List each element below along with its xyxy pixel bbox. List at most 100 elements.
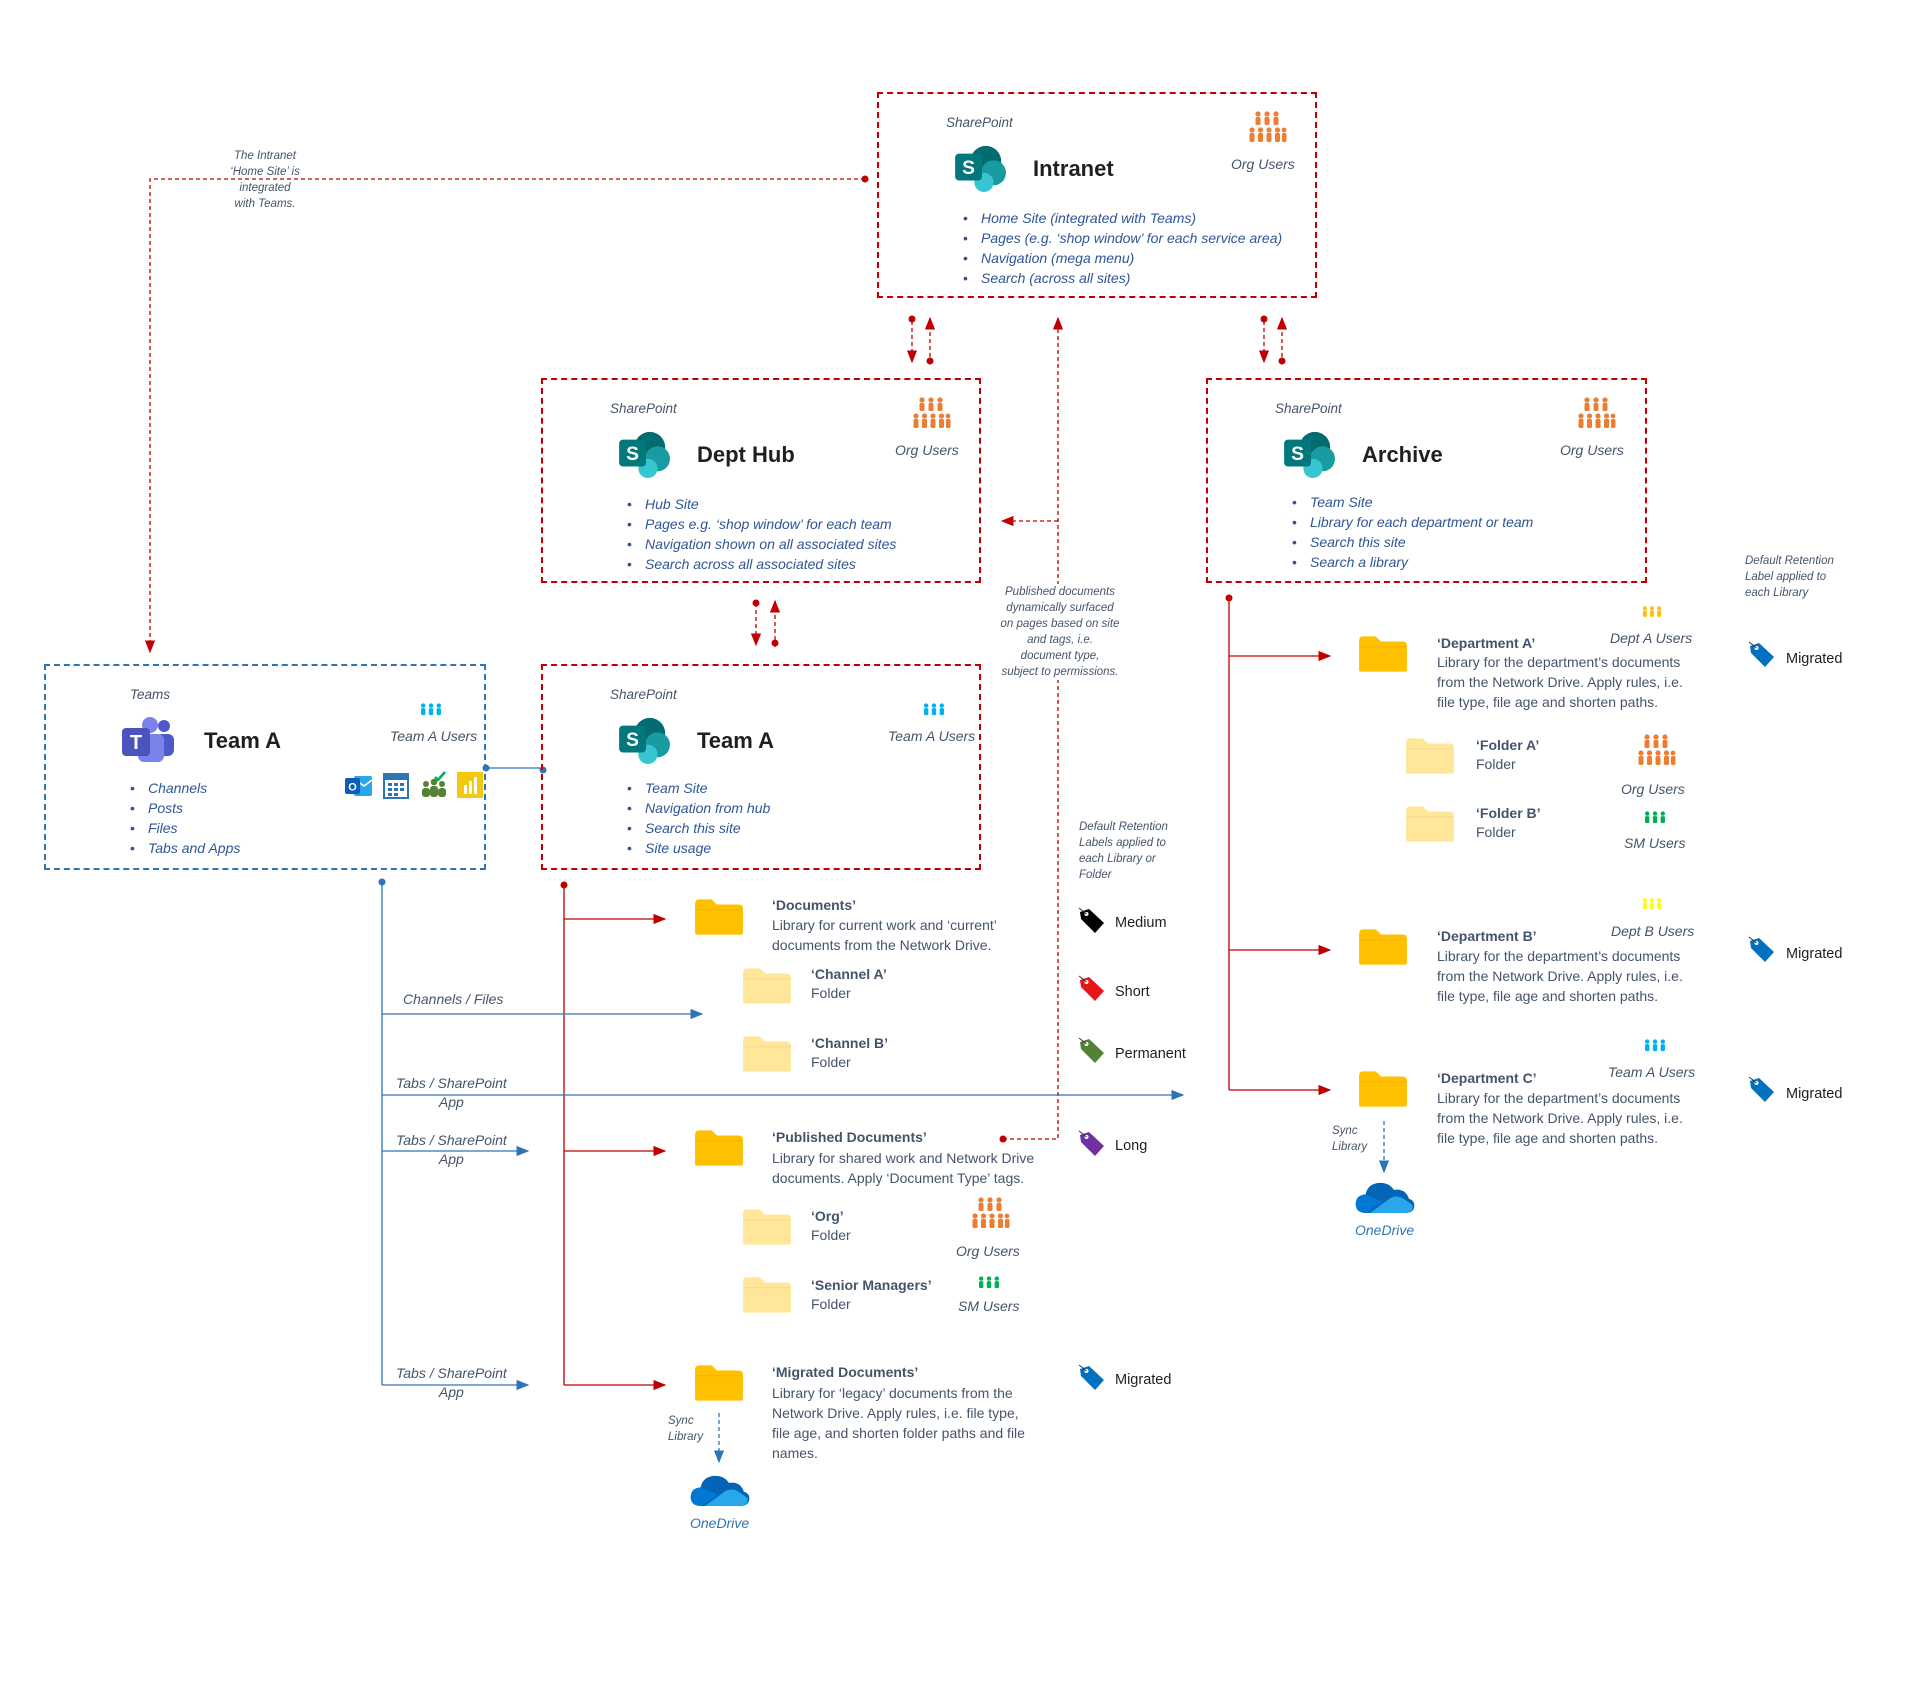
intranet-title: Intranet [1033,156,1114,181]
intranet-users-label: Org Users [1231,156,1295,172]
folder-a-sub: Folder [1476,756,1516,772]
permanent-tag-icon [1077,1036,1107,1066]
dept-hub-site-box[interactable]: SharePoint Dept Hub Org Users Hub Site P… [541,378,981,583]
teams-features-list: Channels Posts Files Tabs and Apps [130,778,240,858]
dept-a-users-label: Dept A Users [1610,630,1693,646]
sm-users-icon [1642,810,1668,831]
archive-platform-label: SharePoint [1275,401,1342,416]
dept-b-library-title: ‘Department B’ [1437,928,1537,944]
senior-managers-folder-title: ‘Senior Managers’ [811,1277,932,1293]
list-item: Team Site [627,778,770,798]
teams-users-label: Team A Users [390,728,478,744]
teams-icon [120,716,180,766]
migrated-library-folder-icon[interactable] [693,1363,745,1403]
medium-tag-icon [1077,906,1107,936]
medium-tag-label: Medium [1115,915,1167,931]
teams-team-box[interactable]: Teams Team A Team A Users Channels Posts… [44,664,486,870]
channel-a-folder-icon[interactable] [741,966,793,1006]
org-folder-users-label: Org Users [956,1243,1020,1259]
org-users-icon [1576,396,1616,436]
sharepoint-team-site-box[interactable]: SharePoint Team A Team A Users Team Site… [541,664,981,870]
archive-title: Archive [1362,442,1443,467]
list-item: Navigation from hub [627,798,770,818]
intranet-features-list: Home Site (integrated with Teams) Pages … [963,208,1282,288]
teams-title: Team A [204,728,282,753]
folder-a-users-label: Org Users [1621,781,1685,797]
folder-a-icon[interactable] [1404,736,1456,776]
migrated-tag-label: Migrated [1786,1086,1843,1102]
org-folder-title: ‘Org’ [811,1208,844,1224]
dept-b-users-icon [1640,897,1664,916]
sp-team-features-list: Team Site Navigation from hub Search thi… [627,778,770,858]
dept-c-library-title: ‘Department C’ [1437,1070,1537,1086]
senior-managers-folder-icon[interactable] [741,1275,793,1315]
list-item: Navigation (mega menu) [963,248,1282,268]
archive-users-label: Org Users [1560,442,1624,458]
dept-a-users-icon [1640,605,1664,624]
org-folder-icon[interactable] [741,1207,793,1247]
channels-files-label: Channels / Files [403,991,504,1007]
sp-team-title: Team A [697,728,775,753]
folder-b-sub: Folder [1476,824,1516,840]
archive-features-list: Team Site Library for each department or… [1292,492,1533,572]
long-tag-icon [1077,1129,1107,1159]
migrated-library-title: ‘Migrated Documents’ [772,1364,919,1380]
published-library-title: ‘Published Documents’ [772,1129,927,1145]
dept-c-library-folder-icon[interactable] [1357,1069,1409,1109]
onedrive-label: OneDrive [690,1515,750,1531]
list-item: Site usage [627,838,770,858]
onedrive-icon[interactable] [1354,1177,1416,1217]
calendar-icon[interactable] [382,772,410,800]
dept-hub-title: Dept Hub [697,442,795,467]
dept-a-library-folder-icon[interactable] [1357,634,1409,674]
migrated-tag-label: Migrated [1786,946,1843,962]
list-item: Posts [130,798,240,818]
org-users-icon [911,396,951,436]
archive-site-box[interactable]: SharePoint Archive Org Users Team Site L… [1206,378,1647,583]
folder-a-title: ‘Folder A’ [1476,737,1540,753]
sm-users-icon [976,1275,1002,1296]
published-library-folder-icon[interactable] [693,1128,745,1168]
dept-a-library-title: ‘Department A’ [1437,635,1536,651]
folder-b-users-label: SM Users [1624,835,1686,851]
org-users-icon [970,1196,1010,1236]
migrated-tag-icon [1747,640,1777,670]
sharepoint-icon [617,716,675,764]
powerbi-icon[interactable] [456,771,484,799]
dept-b-users-label: Dept B Users [1611,923,1695,939]
sharepoint-icon [1282,430,1340,478]
published-library-desc: Library for shared work and Network Driv… [772,1150,1035,1186]
list-item: Files [130,818,240,838]
short-tag-label: Short [1115,984,1150,1000]
list-item: Search (across all sites) [963,268,1282,288]
documents-library-folder-icon[interactable] [693,897,745,937]
sp-team-users-label: Team A Users [888,728,976,744]
channel-b-folder-icon[interactable] [741,1034,793,1074]
planner-icon[interactable] [418,770,448,800]
documents-library-desc: Library for current work and ‘current’do… [772,917,997,953]
migrated-tag-icon [1077,1363,1107,1393]
senior-managers-folder-sub: Folder [811,1296,851,1312]
dept-hub-users-label: Org Users [895,442,959,458]
dept-b-library-folder-icon[interactable] [1357,927,1409,967]
list-item: Search a library [1292,552,1533,572]
channel-a-folder-title: ‘Channel A’ [811,966,887,982]
channel-a-folder-sub: Folder [811,985,851,1001]
outlook-icon[interactable]: O [344,772,374,800]
onedrive-icon[interactable] [689,1470,751,1510]
folder-b-icon[interactable] [1404,804,1456,844]
list-item: Library for each department or team [1292,512,1533,532]
intranet-platform-label: SharePoint [946,115,1013,130]
intranet-site-box[interactable]: SharePoint Intranet Org Users Home Site … [877,92,1317,298]
sharepoint-icon [953,144,1011,192]
